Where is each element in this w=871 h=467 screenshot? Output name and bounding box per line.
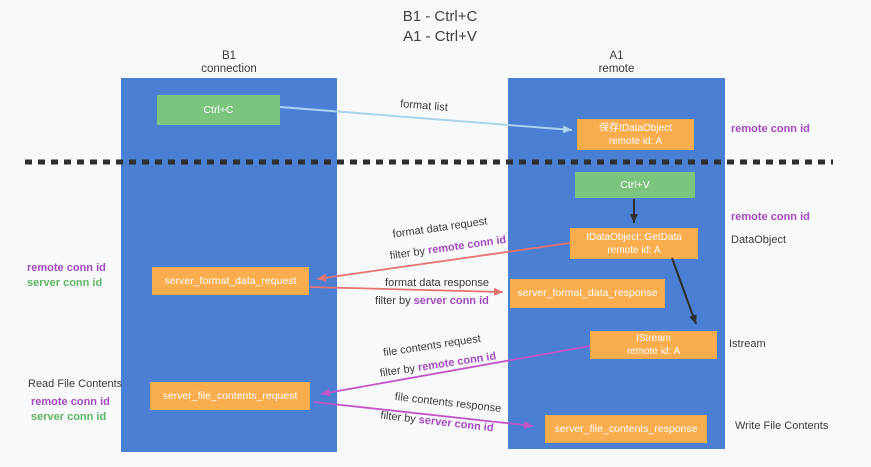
node-ctrl-v-label: Ctrl+V bbox=[620, 178, 650, 191]
lifeline-left-role: connection bbox=[201, 63, 257, 75]
label-remote-conn-id-mid-right: remote conn id bbox=[731, 211, 810, 223]
label-group-file-conn-ids: remote conn id server conn id bbox=[31, 395, 110, 425]
node-server-file-contents-response: server_file_contents_response bbox=[545, 415, 707, 443]
node-istream-line1: IStream bbox=[635, 333, 671, 344]
node-idataobject-getdata: IDataObject::GetData remote id: A bbox=[570, 228, 698, 259]
title-line-1: B1 - Ctrl+C bbox=[402, 8, 478, 25]
node-ctrl-c: Ctrl+C bbox=[157, 95, 280, 125]
edge-label-format-data-response: format data response bbox=[385, 277, 489, 289]
filter-by-text: filter by bbox=[375, 295, 414, 307]
node-save-idataobject-line1: 保存IDataObject bbox=[599, 122, 672, 134]
edge-label-format-list: format list bbox=[399, 98, 449, 114]
edge-label-format-data-request: format data request bbox=[391, 215, 489, 241]
node-save-idataobject: 保存IDataObject remote id: A bbox=[577, 119, 694, 150]
title-line-2: A1 - Ctrl+V bbox=[403, 28, 477, 45]
node-server-file-contents-request-label: server_file_contents_request bbox=[162, 389, 298, 402]
label-dataobject: DataObject bbox=[731, 234, 787, 246]
label-group-format-conn-ids: remote conn id server conn id bbox=[27, 261, 106, 291]
node-idataobject-getdata-line1: IDataObject::GetData bbox=[586, 231, 682, 243]
server-conn-id-text: server conn id bbox=[413, 295, 489, 307]
diagram-title: B1 - Ctrl+C A1 - Ctrl+V bbox=[0, 7, 871, 47]
label-read-file-contents: Read File Contents bbox=[28, 378, 123, 390]
node-server-format-data-response: server_format_data_response bbox=[510, 279, 665, 308]
node-ctrl-c-label: Ctrl+C bbox=[203, 103, 234, 116]
label-server-conn-id-left-format: server conn id bbox=[27, 277, 103, 289]
node-ctrl-v: Ctrl+V bbox=[575, 172, 695, 198]
lifeline-right-name: A1 bbox=[609, 50, 624, 62]
label-remote-conn-id-top-right: remote conn id bbox=[731, 123, 810, 135]
edge-label-format-data-response-filter: filter by server conn id bbox=[375, 295, 489, 307]
remote-conn-id-text: remote conn id bbox=[427, 233, 507, 257]
label-server-conn-id-left-file: server conn id bbox=[31, 411, 107, 423]
node-server-format-data-response-label: server_format_data_response bbox=[517, 287, 658, 299]
node-server-format-data-request-label: server_format_data_request bbox=[164, 274, 297, 287]
node-save-idataobject-line2: remote id: A bbox=[608, 135, 663, 147]
remote-conn-id-text: remote conn id bbox=[417, 350, 497, 374]
server-conn-id-text: server conn id bbox=[418, 413, 495, 435]
label-istream: Istream bbox=[729, 338, 766, 350]
node-istream: IStream remote id: A bbox=[590, 331, 717, 359]
edge-label-file-contents-response: file contents response bbox=[394, 390, 502, 416]
node-server-format-data-request: server_format_data_request bbox=[152, 267, 309, 295]
lifeline-left-name: B1 bbox=[221, 50, 237, 62]
lifeline-right-role: remote bbox=[598, 63, 635, 75]
node-idataobject-getdata-line2: remote id: A bbox=[607, 244, 661, 256]
label-remote-conn-id-left-format: remote conn id bbox=[27, 262, 106, 274]
lifeline-header-left: B1 connection bbox=[121, 50, 337, 76]
node-server-file-contents-request: server_file_contents_request bbox=[150, 382, 310, 410]
edge-label-file-contents-response-filter: filter by server conn id bbox=[380, 410, 494, 435]
filter-by-text: filter by bbox=[389, 244, 429, 263]
label-write-file-contents: Write File Contents bbox=[735, 420, 829, 432]
filter-by-text: filter by bbox=[379, 362, 419, 380]
filter-by-text: filter by bbox=[379, 409, 420, 426]
node-istream-line2: remote id: A bbox=[626, 346, 681, 357]
node-server-file-contents-response-label: server_file_contents_response bbox=[554, 422, 698, 435]
lifeline-header-right: A1 remote bbox=[508, 50, 725, 76]
label-remote-conn-id-left-file: remote conn id bbox=[31, 396, 110, 408]
